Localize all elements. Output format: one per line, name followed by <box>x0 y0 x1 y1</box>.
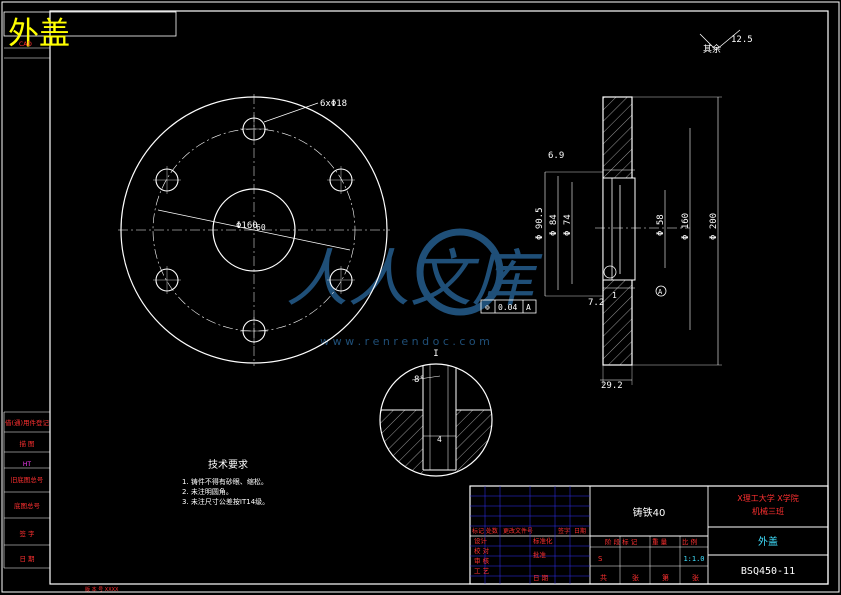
tb-extra-1: 更改文件号 <box>503 527 533 535</box>
dim-29-2: 29.2 <box>601 381 623 391</box>
dim-phi-84: Φ 84 <box>549 214 559 236</box>
notes-title: 技术要求 <box>208 458 248 471</box>
technical-notes: 技术要求 1. 铸件不得有砂眼、缩松。 2. 未注明圆角。 3. 未注尺寸公差按… <box>182 458 269 506</box>
dim-phi-160: Φ 160 <box>681 213 691 240</box>
frame-border <box>49 10 829 585</box>
tb-material: 铸铁40 <box>633 506 666 519</box>
roughness-value: 12.5 <box>731 35 753 45</box>
tb-row-2: 设计 <box>474 536 488 545</box>
tb-header-stage: 阶 段 标 记 <box>605 537 638 546</box>
title-block: 铸铁40 X理工大学 X学院 机械三班 外盖 BSQ450-11 1:1.0 S… <box>469 485 829 585</box>
tb-header-weight: 重 量 <box>652 538 668 546</box>
strip-item-5: 签 字 <box>19 529 35 538</box>
detail-view <box>379 363 493 477</box>
left-strip: 借(通)用件登记 描 图 HT 旧底图总号 底图总号 签 字 日 期 <box>3 411 50 569</box>
watermark-url: w w w . r e n r e n d o c . c o m <box>320 335 490 348</box>
roughness-note: 其余 <box>703 43 721 55</box>
datum-label: A <box>658 288 663 296</box>
stamp-part-name: 外盖 <box>8 16 70 52</box>
tb-extra-6: 日 期 <box>533 574 549 582</box>
note-item-3: 3. 未注尺寸公差按IT14级。 <box>182 497 269 506</box>
tb-drawing-no: BSQ450-11 <box>741 566 795 577</box>
tb-bottom-3: 第 <box>662 573 669 582</box>
strip-item-2: 描 图 <box>19 439 34 448</box>
center-label: 60 <box>256 223 266 232</box>
detail-width: 4 <box>437 435 442 444</box>
note-item-1: 1. 铸件不得有砂眼、缩松。 <box>182 477 268 486</box>
hole-callout: 6xΦ18 <box>320 99 347 109</box>
strip-item-6: 日 期 <box>19 555 35 563</box>
dim-phi-200: Φ 200 <box>709 213 719 240</box>
tb-row-1: 标记 处数 <box>472 527 498 535</box>
watermark: 人人文库 w w w . r e n r e n d o c . c o m <box>286 228 543 348</box>
tolerance-symbol: ⊚ <box>485 303 490 312</box>
tb-header-scale: 比 例 <box>682 537 697 546</box>
tb-extra-5: 批准 <box>533 550 547 559</box>
strip-small-1: HT <box>23 461 32 468</box>
tb-extra-4: 标准化 <box>533 536 553 545</box>
dim-phi-90-5: Φ 90.5 <box>535 207 545 240</box>
tolerance-datum: A <box>526 303 531 312</box>
strip-small-2: 旧底图总号 <box>11 475 44 484</box>
detail-label: I <box>433 349 438 359</box>
tolerance-value: 0.04 <box>498 303 517 312</box>
detail-angle: 8° <box>414 375 425 385</box>
strip-item-4: 底图总号 <box>14 501 41 510</box>
watermark-text: 人人文库 <box>286 242 543 315</box>
tb-scale: 1:1.0 <box>683 555 704 563</box>
side-view <box>544 29 741 385</box>
tb-extra-2: 签字 <box>558 527 570 535</box>
front-view <box>118 94 390 366</box>
tb-bottom-2: 张 <box>632 573 639 582</box>
tb-bottom-4: 张 <box>692 573 699 582</box>
tb-extra-3: 日期 <box>574 527 586 535</box>
title-stamp: 外盖 CAD <box>3 11 177 59</box>
stamp-small-code: CAD <box>19 41 32 48</box>
tb-bottom-1: 共 <box>600 573 607 582</box>
tolerance-frame: ⊚ 0.04 A <box>480 299 537 314</box>
tb-stage-mark: S <box>598 555 603 563</box>
dim-1: 1 <box>612 291 617 300</box>
dim-phi-74: Φ 74 <box>563 214 573 236</box>
strip-item-1: 借(通)用件登记 <box>5 418 50 427</box>
note-item-2: 2. 未注明圆角。 <box>182 487 233 496</box>
pcd-label: Φ160 <box>236 221 258 231</box>
tb-part-name: 外盖 <box>758 535 778 548</box>
tb-row-4: 审 核 <box>474 556 490 565</box>
footer-note: 版 本 号 XXXX <box>85 586 119 593</box>
dim-6-9: 6.9 <box>548 151 564 161</box>
tb-school: X理工大学 X学院 <box>737 493 799 503</box>
dim-phi-58: Φ 58 <box>656 214 666 236</box>
bolt-holes <box>153 115 355 345</box>
dim-7-2: 7.2 <box>588 298 604 308</box>
tb-row-5: 工 艺 <box>474 567 490 575</box>
tb-class: 机械三班 <box>752 506 784 516</box>
tb-row-3: 校 对 <box>474 546 490 555</box>
